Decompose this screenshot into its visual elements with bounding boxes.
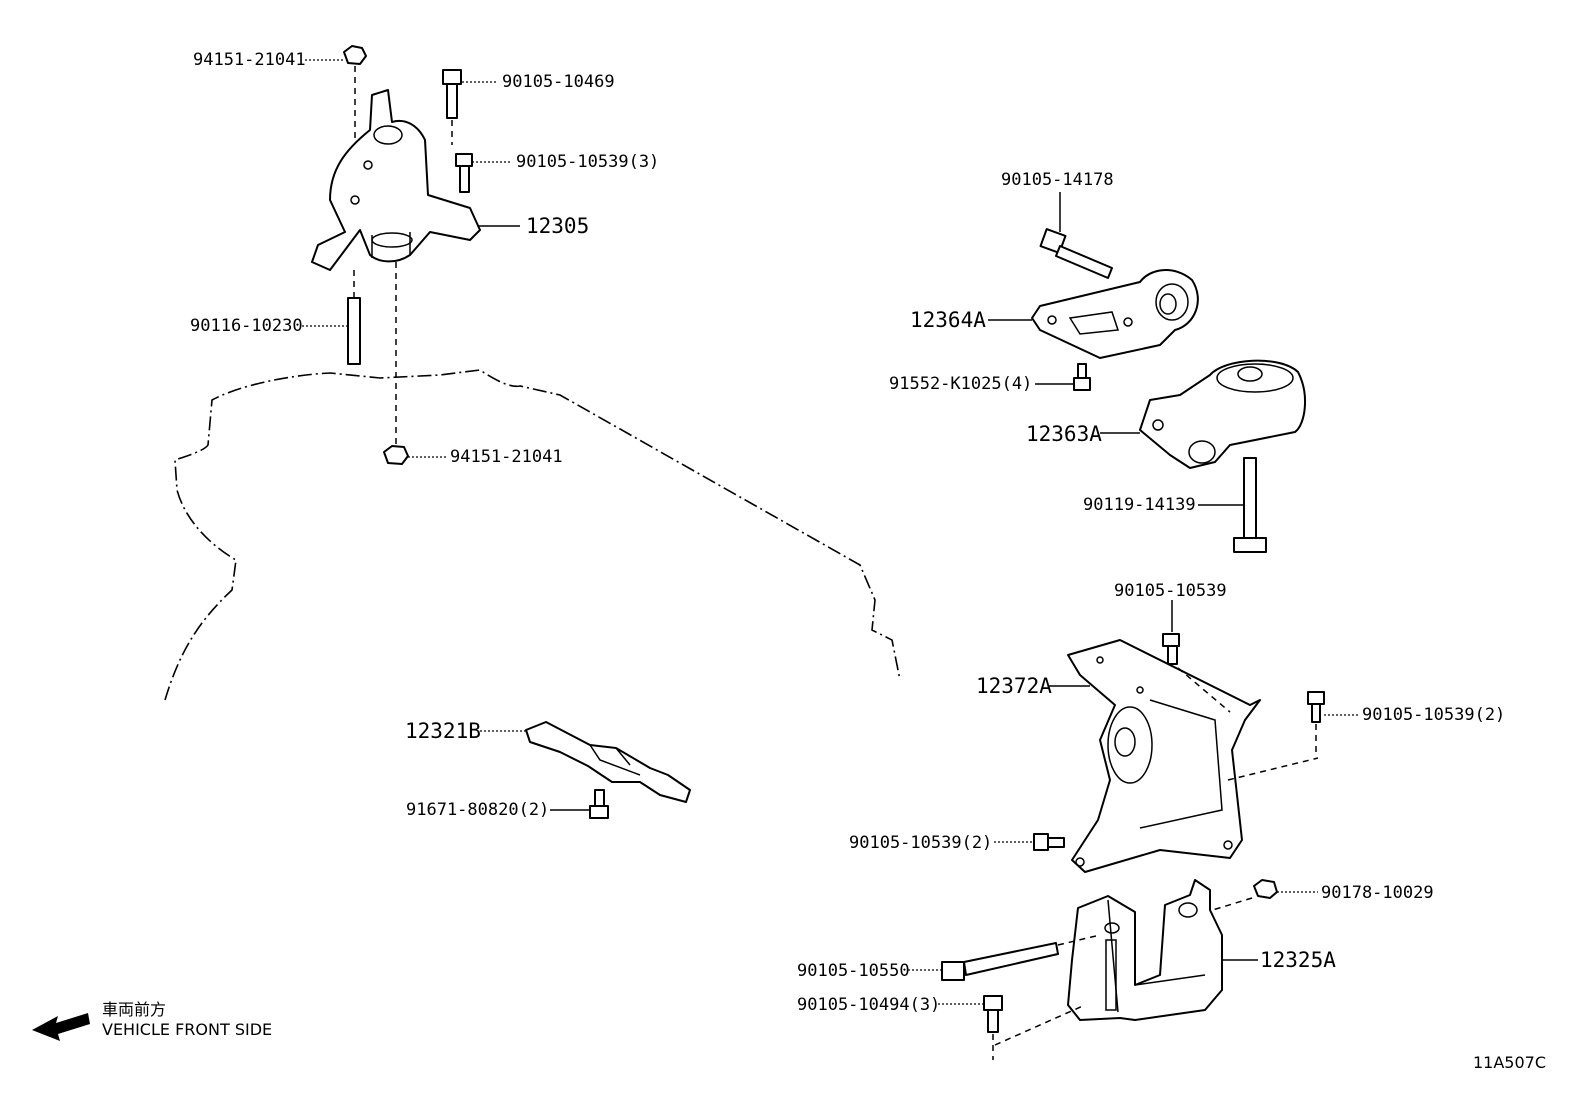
nut-icon[interactable] — [1253, 879, 1278, 899]
bolt-icon[interactable] — [455, 153, 473, 167]
label-12363a: 12363A — [1026, 422, 1102, 446]
label-12305: 12305 — [526, 214, 589, 238]
label-94151-21041-top: 94151-21041 — [193, 50, 306, 70]
label-94151-21041-lower: 94151-21041 — [450, 447, 563, 467]
mount-12363a-group — [1031, 192, 1306, 553]
bolt-icon[interactable] — [1033, 833, 1049, 851]
bolt-icon[interactable] — [442, 69, 462, 85]
bolt-icon[interactable] — [941, 961, 965, 981]
bolt-icon[interactable] — [1307, 691, 1325, 705]
bolt-shaft — [1055, 245, 1113, 279]
bolt-icon[interactable] — [589, 805, 609, 819]
mount-12325a-group — [941, 879, 1278, 1060]
mount-12305-group — [311, 45, 481, 465]
stay-12321b[interactable] — [525, 721, 691, 803]
bolt-shaft — [987, 1009, 999, 1033]
label-90116-10230: 90116-10230 — [190, 316, 303, 336]
label-91552-k1025-4: 91552-K1025(4) — [889, 374, 1032, 394]
bolt-icon[interactable] — [1233, 537, 1267, 553]
bolt-shaft — [1243, 457, 1257, 541]
label-90105-14178: 90105-14178 — [1001, 170, 1114, 190]
engine-mount-12305[interactable] — [311, 89, 481, 271]
bolt-shaft — [1077, 363, 1087, 379]
bolt-shaft — [1167, 645, 1178, 665]
stay-12321b-group — [525, 721, 691, 819]
bolt-shaft — [459, 165, 470, 193]
label-91671-80820-2: 91671-80820(2) — [406, 800, 549, 820]
bracket-12372a-group — [1033, 600, 1325, 873]
engine-mount-12325a[interactable] — [1067, 879, 1223, 1021]
bracket-12372a[interactable] — [1067, 639, 1261, 873]
label-90105-10539: 90105-10539 — [1114, 581, 1227, 601]
bolt-shaft — [594, 789, 605, 807]
nut-icon[interactable] — [343, 45, 367, 65]
label-90105-10494-3: 90105-10494(3) — [797, 995, 940, 1015]
stud-icon[interactable] — [347, 297, 361, 365]
label-90105-10469: 90105-10469 — [502, 72, 615, 92]
label-90105-10539-2-left: 90105-10539(2) — [849, 833, 992, 853]
bolt-shaft — [446, 83, 458, 119]
diagram-id: 11A507C — [1473, 1053, 1546, 1072]
front-note-english: VEHICLE FRONT SIDE — [102, 1020, 272, 1039]
label-12321b: 12321B — [405, 719, 481, 743]
bolt-icon[interactable] — [983, 995, 1003, 1011]
label-90105-10550: 90105-10550 — [797, 961, 910, 981]
bolt-shaft — [1311, 703, 1321, 723]
label-12325a: 12325A — [1260, 948, 1336, 972]
bolt-icon[interactable] — [1073, 377, 1091, 391]
label-90105-10539-2-right: 90105-10539(2) — [1362, 705, 1505, 725]
engine-outline — [164, 369, 901, 701]
label-90119-14139: 90119-14139 — [1083, 495, 1196, 515]
bracket-12364a[interactable] — [1031, 269, 1199, 359]
label-12372a: 12372A — [976, 674, 1052, 698]
nut-icon[interactable] — [383, 445, 409, 465]
vehicle-front-indicator: 車両前方 VEHICLE FRONT SIDE — [32, 1000, 272, 1041]
bolt-shaft — [963, 942, 1059, 976]
bolt-icon[interactable] — [1162, 633, 1180, 647]
label-90105-10539-3: 90105-10539(3) — [516, 152, 659, 172]
engine-mount-12363a[interactable] — [1139, 359, 1306, 469]
arrow-left-icon — [32, 1013, 90, 1041]
bolt-shaft — [1047, 837, 1065, 848]
label-90178-10029: 90178-10029 — [1321, 883, 1434, 903]
label-12364a: 12364A — [910, 308, 986, 332]
front-note-japanese: 車両前方 — [102, 1000, 166, 1019]
